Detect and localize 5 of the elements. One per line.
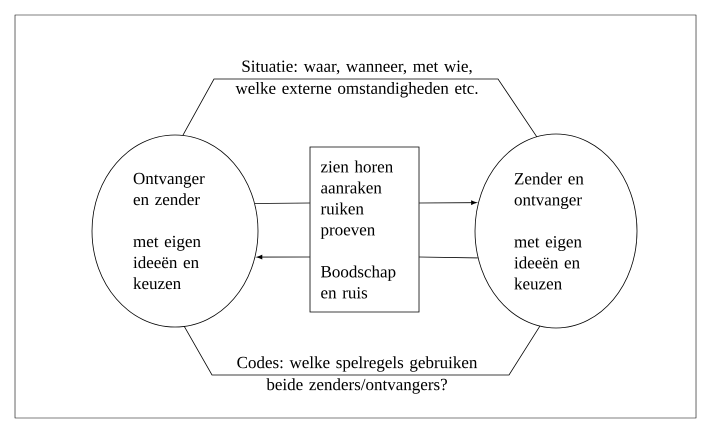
hexagon-label: Codes: welke spelregels gebruiken beide zenders/ontvangers? [237,356,478,394]
hexagon-label: Situatie: waar, wanneer, met wie, welke externe omstandigheden etc. [235,60,478,98]
process-box: zien horen aanraken ruiken proeven Boodschap en ruis [310,146,420,312]
arrow [419,200,477,205]
arrow [256,254,310,260]
